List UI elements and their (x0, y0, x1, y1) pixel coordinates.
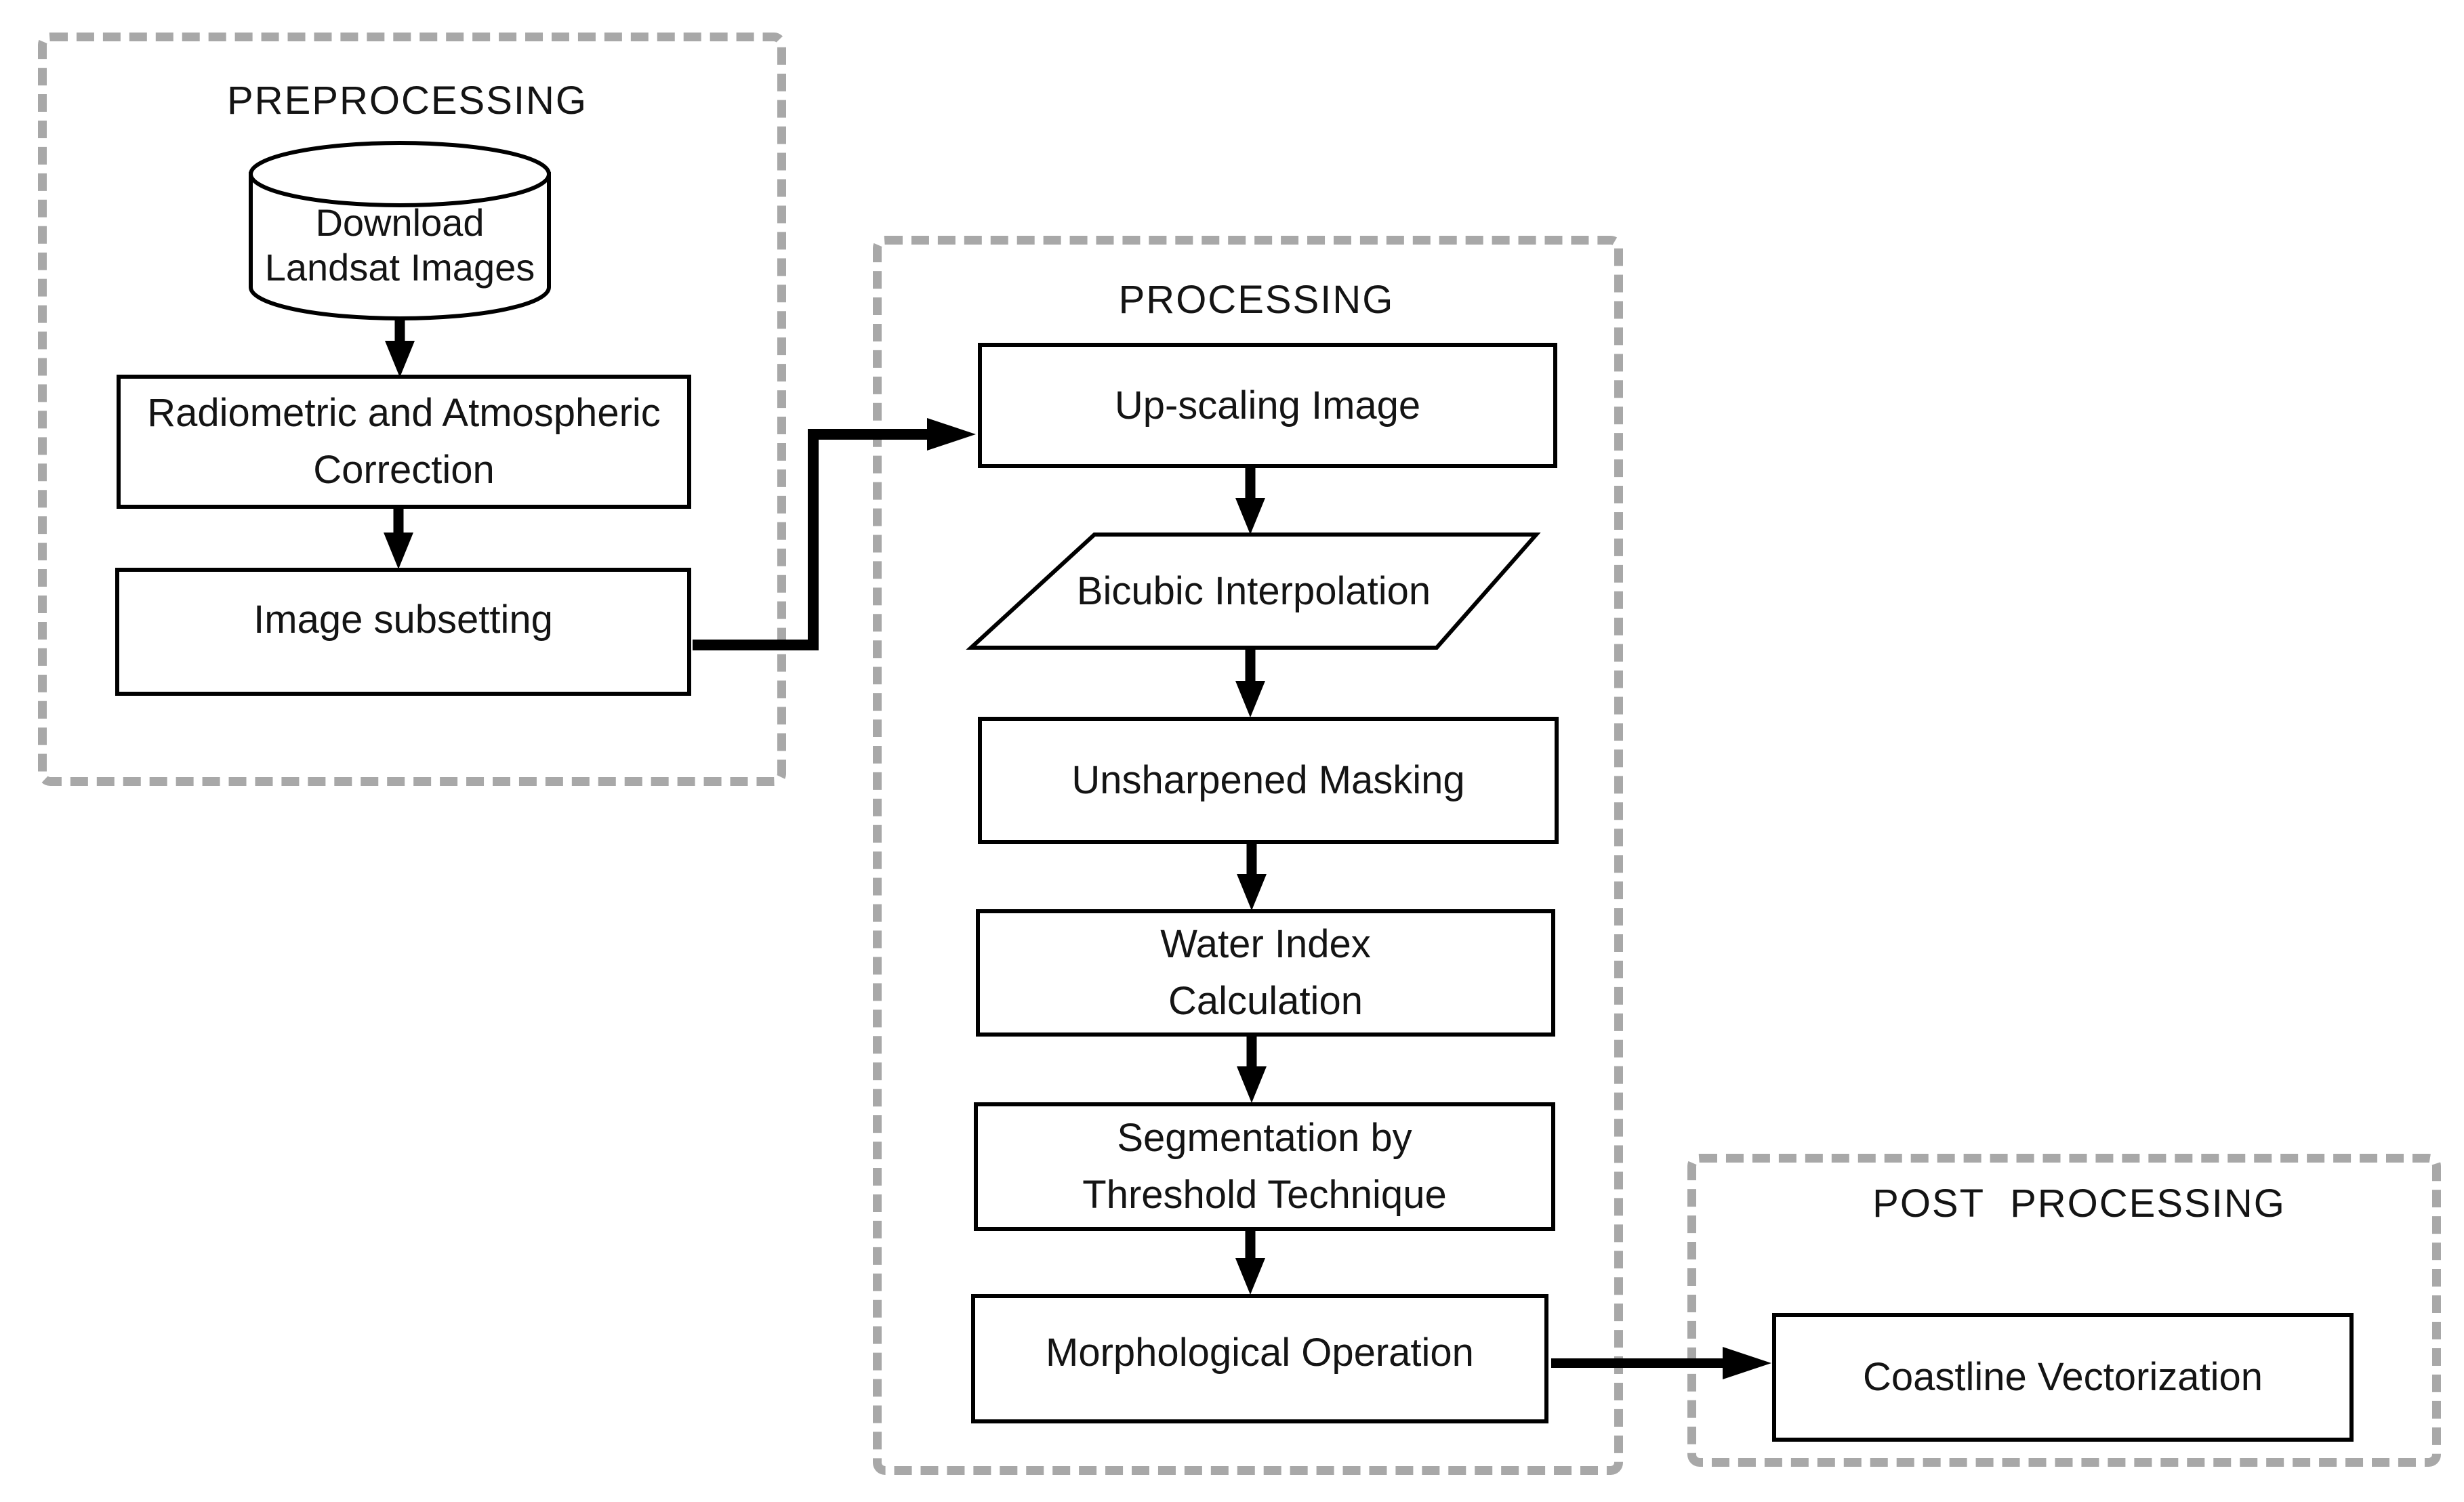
node-label: Unsharpened Masking (1071, 758, 1465, 802)
node-label: Correction (313, 448, 495, 492)
node-water-index-calculation: Water Index Calculation (976, 909, 1555, 1037)
group-title-postprocessing: POST PROCESSING (1872, 1182, 2286, 1226)
arrow-download-to-radiometric (385, 317, 415, 377)
node-label: Coastline Vectorization (1863, 1355, 2263, 1399)
node-coastline-vectorization: Coastline Vectorization (1772, 1313, 2354, 1442)
arrow-waterindex-to-segmentation (1237, 1035, 1267, 1103)
group-title-processing: PROCESSING (1118, 278, 1395, 322)
group-title-preprocessing: PREPROCESSING (227, 79, 588, 123)
arrow-segmentation-to-morphological (1235, 1230, 1265, 1295)
arrow-subsetting-to-upscaling (693, 418, 976, 650)
arrow-upscaling-to-bicubic (1235, 467, 1265, 535)
node-label: Landsat Images (264, 246, 535, 289)
group-postprocessing: POST PROCESSING (1687, 1154, 2441, 1467)
node-label: Threshold Technique (1082, 1173, 1447, 1217)
node-label: Up-scaling Image (1114, 383, 1421, 427)
node-label: Segmentation by (1117, 1116, 1412, 1160)
arrow-bicubic-to-unsharpened (1235, 648, 1265, 717)
node-label: Radiometric and Atmospheric (147, 391, 661, 435)
node-label: Calculation (1168, 979, 1363, 1023)
cylinder-shape (249, 141, 551, 320)
node-radiometric-atmospheric-correction: Radiometric and Atmospheric Correction (117, 375, 691, 509)
arrow-unsharpened-to-waterindex (1237, 843, 1267, 911)
node-label: Bicubic Interpolation (1076, 568, 1431, 613)
group-processing: PROCESSING (873, 236, 1623, 1475)
node-segmentation-threshold: Segmentation by Threshold Technique (974, 1102, 1555, 1231)
node-upscaling-image: Up-scaling Image (978, 343, 1557, 468)
arrow-radiometric-to-subsetting (384, 507, 413, 569)
node-morphological-operation: Morphological Operation (971, 1294, 1548, 1423)
node-unsharpened-masking: Unsharpened Masking (978, 717, 1559, 844)
group-preprocessing: PREPROCESSING (38, 33, 786, 786)
arrow-morphological-to-coastline (1551, 1347, 1771, 1379)
node-label: Image subsetting (253, 597, 553, 642)
node-label: Download (315, 201, 485, 244)
node-image-subsetting: Image subsetting (115, 568, 691, 696)
node-label: Water Index (1160, 922, 1371, 966)
parallelogram-shape (966, 533, 1541, 650)
node-download-landsat-images: Download Landsat Images (247, 178, 553, 313)
node-bicubic-interpolation: Bicubic Interpolation (971, 535, 1536, 648)
node-label: Morphological Operation (1046, 1330, 1474, 1375)
